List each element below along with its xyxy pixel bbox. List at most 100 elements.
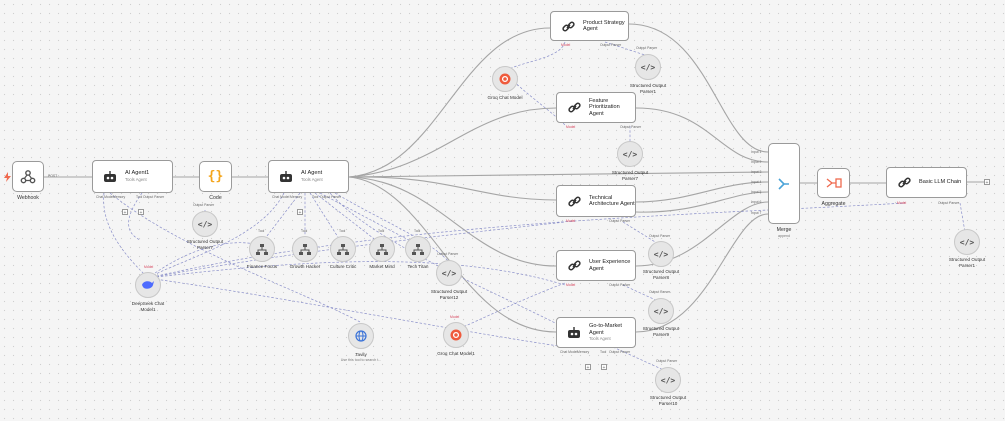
groq-chat-model1[interactable]: [443, 322, 469, 348]
growth-hacker-tool[interactable]: [292, 236, 318, 262]
tech-titan-tool[interactable]: [405, 236, 431, 262]
add-tool-button[interactable]: +: [138, 209, 144, 216]
merge-input-3: Input 3: [751, 170, 762, 174]
code-node[interactable]: {}: [199, 161, 232, 192]
basic-llm-chain-port-model: Model: [897, 201, 907, 205]
market-mind-tool[interactable]: [369, 236, 395, 262]
merge-input-6: Input 6: [751, 200, 762, 204]
basic-llm-chain-port-output-parser: Output Parser: [938, 201, 960, 205]
go-to-market-port-chat-model: Chat Model: [560, 350, 578, 354]
trigger-icon: [4, 172, 11, 182]
sitemap-icon: [412, 243, 424, 255]
product-strategy-port-model: Model: [561, 43, 571, 47]
technical-architecture-port-model: Model: [566, 219, 576, 223]
add-memory-button[interactable]: +: [585, 364, 591, 371]
code-tag-icon: </>: [441, 268, 457, 278]
structured-output-parser9[interactable]: </>: [648, 298, 674, 324]
sitemap-icon: [337, 243, 349, 255]
sitemap-icon: [299, 243, 311, 255]
groq-icon: [450, 329, 462, 341]
merge-label: Merge: [776, 227, 792, 233]
code-tag-icon: </>: [640, 62, 656, 72]
product-strategy-port-output-parser: Output Parser: [600, 43, 622, 47]
structured-output-parser-left[interactable]: </>: [192, 211, 218, 237]
sitemap-icon: [256, 243, 268, 255]
go-to-market-port-output-parser: Output Parser: [609, 350, 631, 354]
culture-critic-tool[interactable]: [330, 236, 356, 262]
code-braces-icon: {}: [207, 169, 224, 184]
webhook-label: Webhook: [17, 195, 39, 201]
tavily-tool[interactable]: [348, 323, 374, 349]
ai-agent-port-output-parser: Output Parser: [320, 195, 342, 199]
user-experience-port-output-parser: Output Parser: [609, 283, 631, 287]
user-experience-title: User Experience: [589, 259, 631, 266]
deepseek-chat-model[interactable]: [135, 272, 161, 298]
feature-prioritization-port-output-parser: Output Parser: [620, 125, 642, 129]
code-tag-icon: </>: [653, 306, 669, 316]
groq-chat-model[interactable]: [492, 66, 518, 92]
merge-icon: [778, 177, 789, 190]
code-tag-icon: </>: [622, 149, 638, 159]
technical-architecture-title: Technical: [589, 194, 613, 201]
add-next-node-button[interactable]: +: [984, 179, 990, 186]
merge-input-7: Input 7: [751, 211, 762, 215]
code-tag-icon: </>: [660, 375, 676, 385]
merge-input-2: Input 2: [751, 160, 762, 164]
structured-output-parser12[interactable]: </>: [436, 260, 462, 286]
ai-agent1-port-memory: Memory: [113, 195, 126, 199]
robot-icon: [277, 168, 295, 186]
code-tag-icon: </>: [197, 219, 213, 229]
aggregate-label: Aggregate: [821, 201, 846, 207]
groq-icon: [499, 73, 511, 85]
go-to-market-title: Go-to-Market: [589, 323, 622, 330]
merge-node[interactable]: [768, 143, 800, 224]
sitemap-icon: [376, 243, 388, 255]
ai-agent1-subtitle: Tools Agent: [125, 176, 147, 182]
feature-prioritization-title: Feature: [589, 97, 609, 104]
ai-agent-port-tool: Tool: [312, 195, 319, 199]
basic-llm-chain-node[interactable]: Basic LLM Chain: [886, 167, 967, 198]
link-icon: [565, 192, 583, 210]
add-memory-button[interactable]: +: [297, 209, 303, 216]
webhook-post-label: POST: [48, 174, 58, 178]
merge-input-1: Input 1: [751, 150, 762, 154]
ai-agent1-port-chat-model: Chat Model: [96, 195, 114, 199]
structured-output-parser10[interactable]: </>: [655, 367, 681, 393]
structured-output-parser-right[interactable]: </>: [954, 229, 980, 255]
robot-icon: [101, 168, 119, 186]
feature-prioritization-port-model: Model: [566, 125, 576, 129]
structured-output-parser-ux[interactable]: </>: [648, 241, 674, 267]
ai-agent-subtitle: Tools Agent: [301, 176, 323, 182]
merge-sub: append: [778, 234, 790, 238]
code-tag-icon: </>: [959, 237, 975, 247]
webhook-icon: [20, 169, 36, 183]
aggregate-node[interactable]: [817, 168, 850, 198]
ai-agent1-title: AI Agent1: [125, 170, 150, 177]
go-to-market-port-memory: Memory: [577, 350, 590, 354]
user-experience-port-model: Model: [566, 283, 576, 287]
link-icon: [559, 17, 577, 35]
code-label: Code: [209, 195, 222, 201]
add-memory-button[interactable]: +: [122, 209, 128, 216]
deepseek-whale-icon: [142, 281, 154, 289]
merge-input-4: Input 4: [751, 180, 762, 184]
link-icon: [565, 99, 583, 117]
add-tool-button[interactable]: +: [601, 364, 607, 371]
structured-output-parser7[interactable]: </>: [617, 141, 643, 167]
structured-output-parser1-top[interactable]: </>: [635, 54, 661, 80]
ai-agent-title: AI Agent: [301, 170, 323, 177]
webhook-node[interactable]: [12, 161, 44, 192]
finance-focus-tool[interactable]: [249, 236, 275, 262]
ai-agent1-port-tool: Tool: [136, 195, 143, 199]
go-to-market-subtitle: Tools Agent: [589, 336, 611, 341]
ai-agent-port-chat-model: Chat Model: [272, 195, 290, 199]
